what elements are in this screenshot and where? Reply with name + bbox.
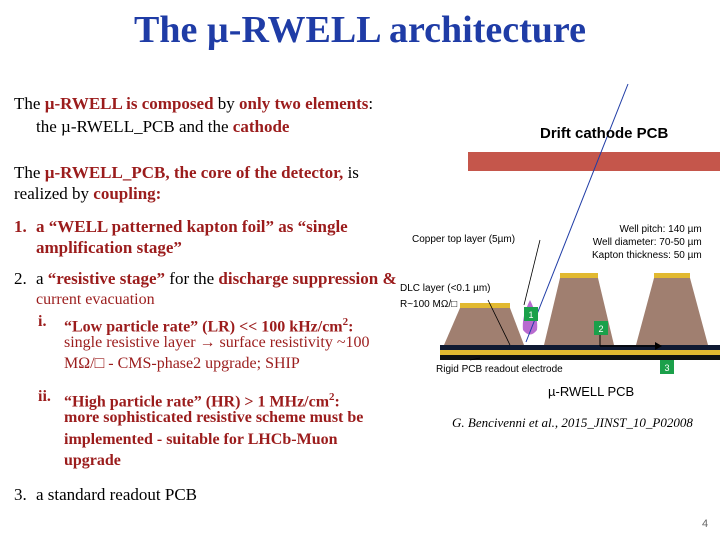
sub-i-line-3: MΩ/□ - CMS-phase2 upgrade; SHIP [64,354,300,374]
marker-1-box [524,307,538,321]
kapton-segment [636,278,708,345]
leader-dlc [487,299,511,346]
item-2-number: 2. [14,269,27,288]
sub-i-text: single resistive layer [64,334,200,351]
core-text: realized by [14,184,94,203]
well-diameter: Well diameter: 70-50 µm [592,237,702,248]
sub-i-number: i. [38,313,47,330]
core-line-2: realized by coupling: [14,183,161,204]
item-2-emphasis: discharge suppression & [218,269,397,288]
sub-ii-emphasis: suitable for LHCb-Muon [166,431,338,448]
dlc-resistivity-label: R~100 MΩ/□ [400,299,458,310]
kapton-wells [444,273,708,345]
sub-ii-line-4: upgrade [64,452,121,469]
sub-i-sup: 2 [342,316,349,328]
sub-i-text: - [104,355,118,372]
intro-text: : [368,94,374,113]
sub-ii-number: ii. [38,388,51,405]
item-1-line-2: amplification stage” [36,238,182,257]
sub-ii-text: “High particle rate” (HR) > 1 MHz/cm [64,393,330,411]
kapton-segment [444,308,524,345]
intro-text: the µ-RWELL_PCB and the [36,117,233,136]
item-2-line-1: a “resistive stage” for the discharge su… [36,268,397,289]
copper-layer-label: Copper top layer (5µm) [412,234,516,245]
well-pitch: Well pitch: 140 µm [619,224,702,235]
copper-top-segment [560,273,598,278]
pcb-label: µ-RWELL PCB [548,384,635,399]
item-3-number: 3. [14,485,27,504]
page-title: The µ-RWELL architecture [134,9,586,51]
core-text: is [343,163,359,182]
sub-i-line-2: single resistive layer → surface resisti… [64,333,369,353]
dlc-labels: DLC layer (<0.1 µm) R~100 MΩ/□ [400,281,491,313]
item-2-emphasis: “resistive stage” [47,269,166,288]
item-3-text: a standard readout PCB [36,485,197,504]
readout-copper [440,350,720,355]
readout-label: Rigid PCB readout electrode [436,364,563,375]
kapton-thickness: Kapton thickness: 50 µm [592,250,702,261]
track-line [525,83,629,343]
core-text: The [14,163,45,182]
core-line-1: The µ-RWELL_PCB, the core of the detecto… [14,162,359,183]
intro-line-2: the µ-RWELL_PCB and the cathode [36,116,289,137]
sub-i-text: CMS-phase2 upgrade; SHIP [117,355,300,372]
intro-emphasis: µ-RWELL is composed [44,94,218,113]
core-emphasis: µ-RWELL_PCB, the core of the detector, [44,163,344,182]
core-emphasis: coupling: [93,184,162,203]
sub-i-line-1: “Low particle rate” (LR) << 100 kHz/cm2: [64,312,353,337]
intro-text: by [217,94,240,113]
well-dimensions: Well pitch: 140 µm Well diameter: 70-50 … [592,223,702,262]
citation: G. Bencivenni et al., 2015_JINST_10_P020… [452,415,693,430]
item-1-number: 1. [14,217,27,236]
item-1-line-1: a “WELL patterned kapton foil” as “singl… [36,217,348,236]
sub-i-text: : [348,318,354,336]
item-2-text: a [36,269,48,288]
item-2-line-2: current evacuation [36,291,155,308]
item-2-text: for the [165,269,219,288]
sub-i-text: MΩ/ [64,355,95,372]
leader-copper [523,239,541,306]
dlc-layer-label: DLC layer (<0.1 µm) [400,283,491,294]
sub-ii-line-2: more sophisticated resistive scheme must… [64,409,364,426]
readout-electrode [440,355,720,360]
sub-ii-sup: 2 [329,391,335,403]
drift-cathode-label: Drift cathode PCB [540,125,669,142]
dlc-layer [440,345,720,350]
intro-line-1: The µ-RWELL is composed by only two elem… [14,93,373,114]
sub-ii-line-1: “High particle rate” (HR) > 1 MHz/cm2: [64,387,340,412]
sub-ii-text: : [334,393,340,411]
marker-3-box [660,360,674,374]
leader-readout [469,357,481,361]
intro-text: The [14,94,45,113]
copper-top-segment [460,303,510,308]
arrow-head-icon [655,342,662,350]
sub-ii-line-3: implemented - suitable for LHCb-Muon [64,430,337,450]
sub-i-text: surface resistivity ~100 [215,334,370,351]
page-number: 4 [702,518,709,530]
marker-3: 3 [664,363,669,373]
copper-top-segment [654,273,690,278]
intro-emphasis: cathode [232,117,290,136]
marker-2: 2 [598,324,603,334]
square-glyph-icon: □ [94,355,105,372]
marker-1: 1 [528,310,533,320]
marker-2-box [594,321,608,335]
drift-cathode-plate [468,152,720,171]
arrow-right-icon: → [199,334,216,351]
sub-i-text: “Low particle rate” (LR) << 100 kHz/cm [64,318,343,336]
sub-ii-text: implemented - [64,431,167,448]
intro-emphasis: only two elements [239,94,369,113]
